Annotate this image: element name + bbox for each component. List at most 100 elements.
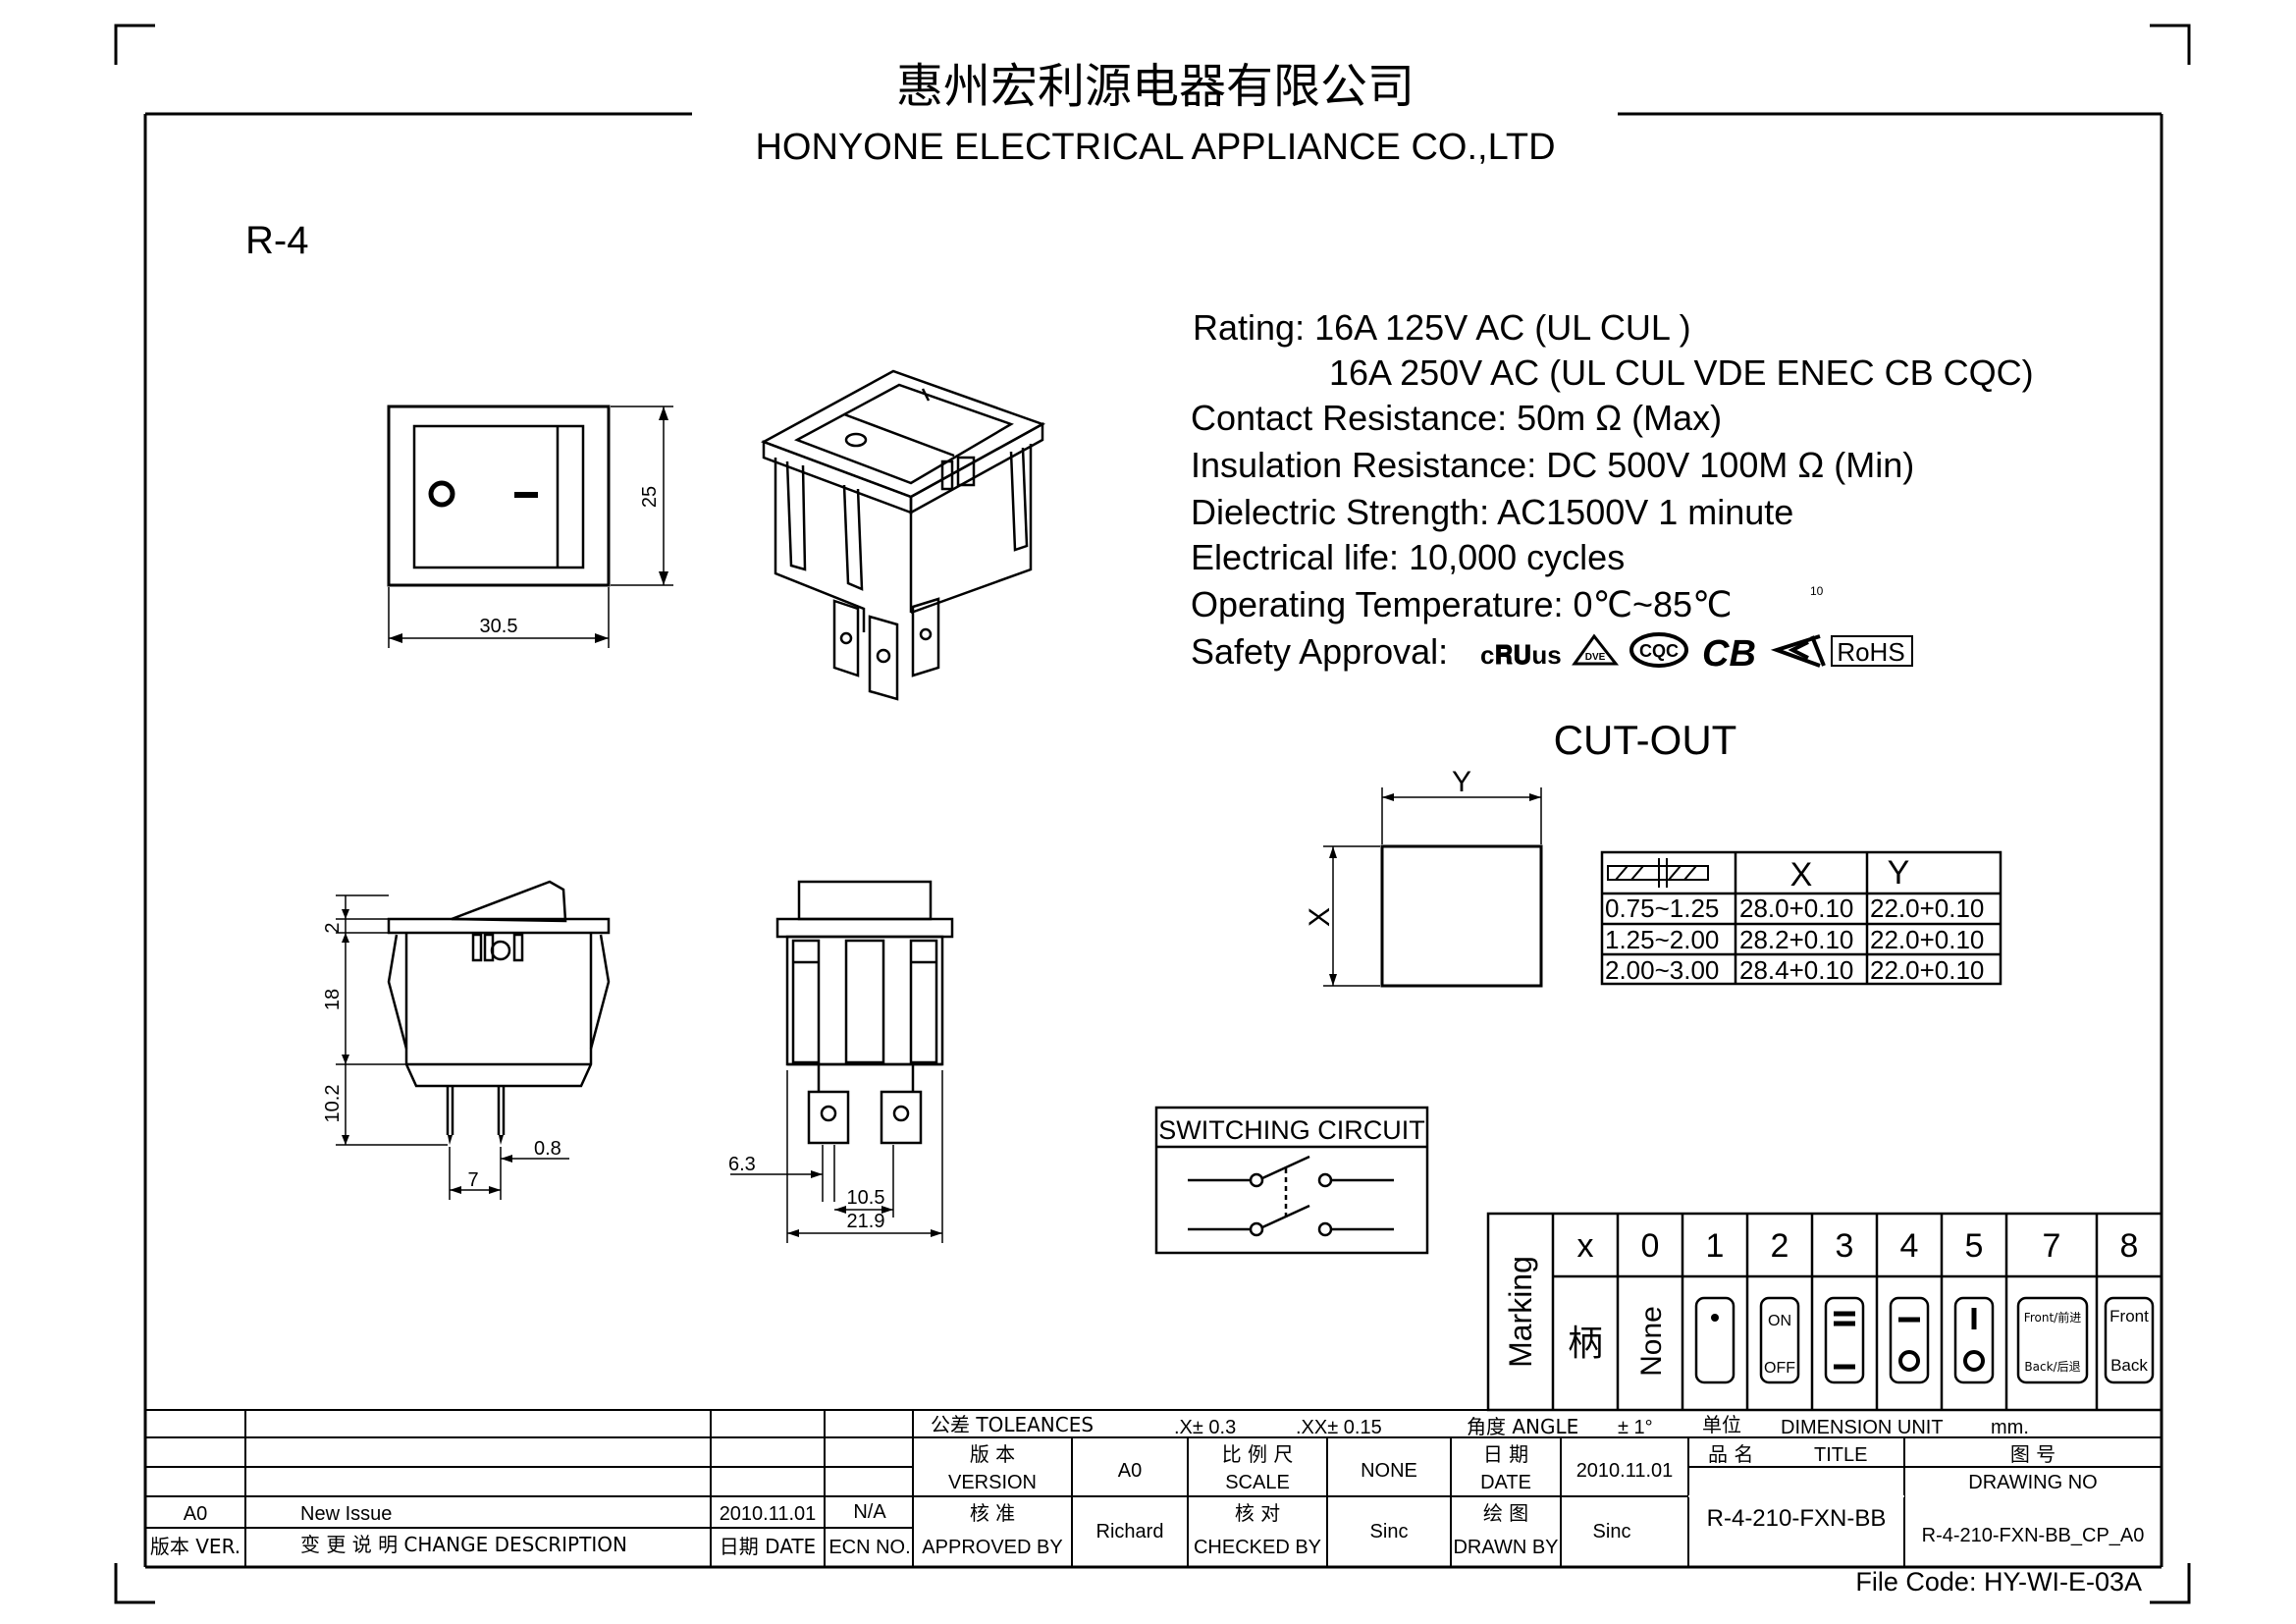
marking-7-icon: Front/前进 Back/后退	[2016, 1296, 2089, 1384]
checked-value: Sinc	[1370, 1521, 1409, 1543]
cutout-y-label: Y	[1452, 766, 1471, 798]
marking-none: None	[1635, 1306, 1668, 1377]
ul-mark-icon: c𝐑𝐔us	[1480, 640, 1562, 670]
spec-safety-approval: Safety Approval:	[1191, 631, 1448, 672]
dim-rear-tab: 6.3	[728, 1154, 756, 1175]
marking-4-icon	[1889, 1296, 1930, 1384]
marking-1-icon	[1694, 1296, 1735, 1384]
scale-label-cn: 比 例 尺	[1222, 1442, 1294, 1466]
tolerance-x: .X± 0.3	[1174, 1417, 1236, 1438]
cutout-row-3-y: 22.0+0.10	[1870, 955, 1984, 985]
marking-x-symbol: 柄	[1568, 1324, 1603, 1364]
dim-side-body: 18	[322, 989, 344, 1010]
marking-code-2: 2	[1771, 1227, 1789, 1265]
dim-side-thick: 0.8	[534, 1138, 561, 1160]
cutout-col-y: Y	[1888, 854, 1910, 892]
spec-electrical-life: Electrical life: 10,000 cycles	[1191, 537, 1625, 577]
revision-date: 2010.11.01	[720, 1503, 817, 1525]
dim-rear-pitch: 10.5	[847, 1187, 885, 1209]
svg-text:Back/后退: Back/后退	[2024, 1360, 2080, 1374]
dim-side-top: 2	[322, 922, 344, 933]
spec-contact-resistance: Contact Resistance: 50m Ω (Max)	[1191, 398, 1722, 438]
spec-operating-temperature: Operating Temperature: 0℃~85℃	[1191, 584, 1733, 624]
header-change-description: 变 更 说 明 CHANGE DESCRIPTION	[300, 1533, 627, 1556]
title-block: 公差 TOLEANCES .X± 0.3 .XX± 0.15 角度 ANGLE …	[144, 1409, 2162, 1567]
dim-side-term: 10.2	[322, 1085, 344, 1123]
drawn-label: DRAWN BY	[1453, 1537, 1558, 1558]
approved-value: Richard	[1096, 1521, 1164, 1543]
revision-ecn: N/A	[853, 1501, 886, 1523]
header-ecn: ECN NO.	[828, 1537, 910, 1558]
dim-rear-width: 21.9	[847, 1211, 885, 1232]
marking-code-7: 7	[2043, 1227, 2061, 1265]
version-label-cn: 版 本	[970, 1442, 1015, 1466]
cutout-title: CUT-OUT	[1554, 717, 1737, 763]
cutout-row-2-t: 1.25~2.00	[1605, 925, 1719, 954]
corner-marks	[114, 24, 2191, 1604]
drawn-label-cn: 绘 图	[1483, 1501, 1528, 1525]
svg-text:ON: ON	[1768, 1313, 1791, 1329]
cutout-row-2-x: 28.2+0.10	[1739, 925, 1853, 954]
header-version: 版本 VER.	[150, 1535, 240, 1558]
marking-5-icon	[1953, 1296, 1995, 1384]
svg-text:Front: Front	[2109, 1307, 2149, 1326]
front-view: 25 30.5	[387, 405, 673, 648]
company-name-en: HONYONE ELECTRICAL APPLIANCE CO.,LTD	[755, 127, 1555, 168]
marking-code-5: 5	[1965, 1227, 1984, 1265]
marking-3-icon	[1824, 1296, 1865, 1384]
angle-label: 角度 ANGLE	[1467, 1415, 1578, 1438]
temperature-superscript: 10	[1810, 584, 1824, 598]
enec-mark-icon	[1770, 634, 1826, 668]
marking-code-1: 1	[1706, 1227, 1725, 1265]
svg-text:DVE: DVE	[1585, 652, 1606, 663]
dim-front-height: 25	[639, 486, 661, 508]
svg-text:RoHS: RoHS	[1837, 637, 1904, 667]
title-value: R-4-210-FXN-BB	[1707, 1505, 1887, 1532]
approved-label: APPROVED BY	[922, 1537, 1062, 1558]
date-value: 2010.11.01	[1576, 1460, 1674, 1482]
cutout-row-2-y: 22.0+0.10	[1870, 925, 1984, 954]
unit-value: mm.	[1991, 1417, 2029, 1438]
svg-text:Front/前进: Front/前进	[2024, 1310, 2081, 1325]
tolerance-xx: .XX± 0.15	[1296, 1417, 1382, 1438]
cutout-x-label: X	[1304, 907, 1336, 927]
drawn-value: Sinc	[1593, 1521, 1631, 1543]
off-symbol-icon	[428, 480, 455, 508]
switching-circuit: SWITCHING CIRCUIT	[1154, 1106, 1429, 1255]
cutout-row-1-t: 0.75~1.25	[1605, 893, 1719, 923]
model-number: R-4	[245, 219, 308, 262]
vde-mark-icon: DVE	[1572, 633, 1620, 666]
dim-side-pitch: 7	[467, 1169, 478, 1191]
cutout-col-x: X	[1790, 856, 1813, 893]
cqc-mark-icon: CQC	[1629, 632, 1688, 668]
cutout-row-3-x: 28.4+0.10	[1739, 955, 1853, 985]
cutout-row-1-x: 28.0+0.10	[1739, 893, 1853, 923]
date-label: DATE	[1480, 1472, 1531, 1493]
drawing-no-label-cn: 图 号	[2010, 1442, 2056, 1466]
side-view: 2 18 10.2 7 0.8	[322, 880, 611, 1200]
date-label-cn: 日 期	[1483, 1442, 1528, 1466]
cutout-row-3-t: 2.00~3.00	[1605, 955, 1719, 985]
angle-value: ± 1°	[1618, 1417, 1653, 1438]
rohs-mark-icon: RoHS	[1831, 635, 1913, 667]
version-label: VERSION	[948, 1472, 1037, 1493]
revision-description: New Issue	[300, 1503, 392, 1525]
checked-label-cn: 核 对	[1235, 1501, 1280, 1525]
approved-label-cn: 核 准	[970, 1501, 1015, 1525]
cb-mark-icon: CB	[1702, 633, 1756, 675]
product-name-label: 品 名	[1708, 1442, 1753, 1466]
marking-label: Marking	[1503, 1256, 1538, 1368]
marking-code-4: 4	[1900, 1227, 1919, 1265]
unit-label: 单位	[1702, 1413, 1741, 1436]
company-name-cn: 惠州宏利源电器有限公司	[896, 59, 1415, 114]
drawing-no-value: R-4-210-FXN-BB_CP_A0	[1922, 1525, 2145, 1546]
title-label: TITLE	[1814, 1444, 1867, 1466]
revision-version: A0	[184, 1503, 207, 1525]
marking-8-icon: Front Back	[2104, 1296, 2155, 1384]
tolerances-label: 公差 TOLEANCES	[931, 1413, 1094, 1436]
marking-code-0: 0	[1641, 1227, 1660, 1265]
svg-text:Back: Back	[2110, 1356, 2148, 1375]
version-value: A0	[1118, 1460, 1142, 1482]
cutout-section: CUT-OUT Y X	[1304, 717, 2002, 988]
